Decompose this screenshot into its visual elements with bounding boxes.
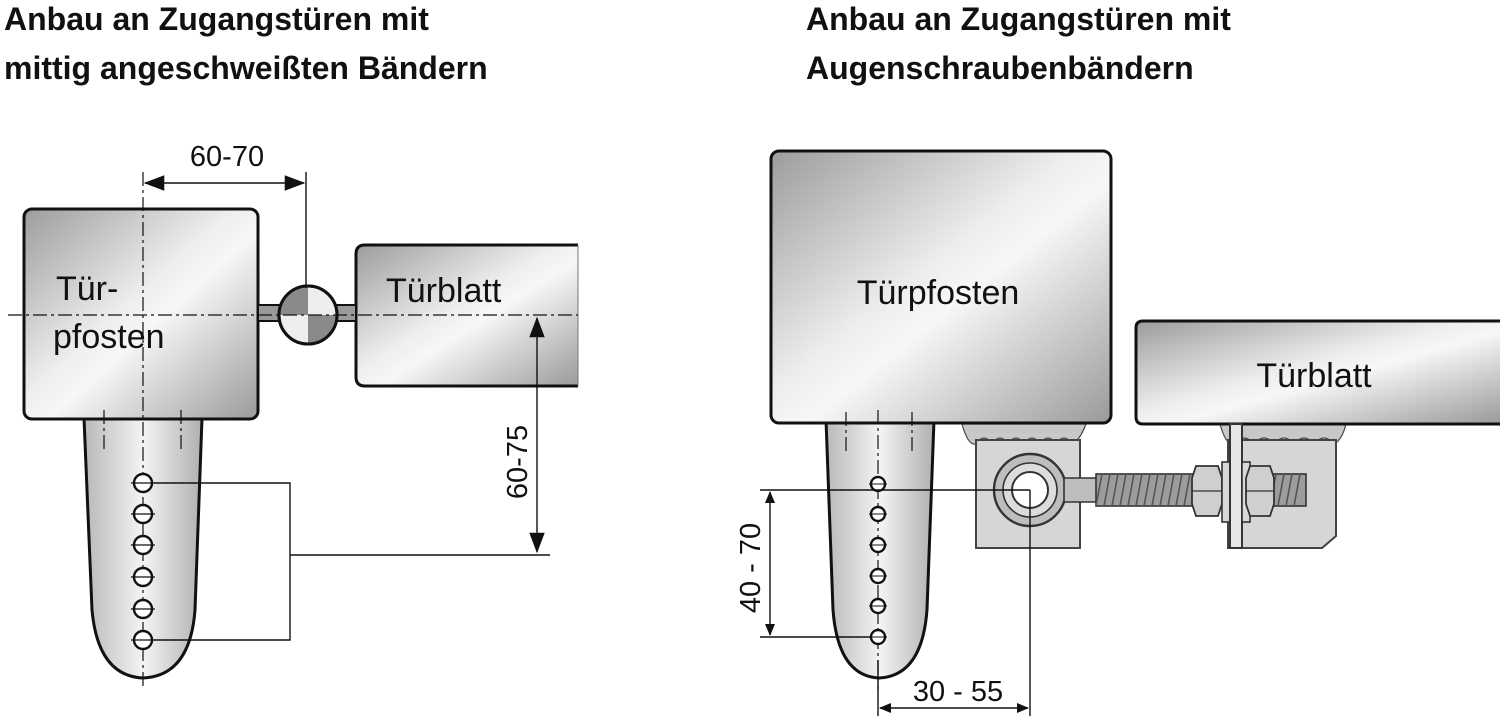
right-hole-5 xyxy=(869,597,887,615)
left-dim-vertical-label: 60-75 xyxy=(502,425,534,499)
right-door-leaf xyxy=(1134,319,1500,426)
left-hinge-knuckle-shade-a xyxy=(279,286,308,315)
left-leaf-label: Türblatt xyxy=(386,272,502,310)
left-hole-4 xyxy=(131,566,155,588)
left-dim-horizontal-label: 60-70 xyxy=(190,141,264,173)
left-hole-6 xyxy=(131,629,155,651)
right-hole-row xyxy=(869,475,887,646)
right-dim-horizontal-label: 30 - 55 xyxy=(913,676,1003,708)
left-post-label-line2: pfosten xyxy=(53,318,165,356)
right-post-label: Türpfosten xyxy=(857,274,1020,312)
right-door-post xyxy=(769,149,1113,425)
left-diagram: 60-70 60-75 Tür- pfosten Türblatt xyxy=(8,141,579,690)
left-hinge-knuckle-shade-b xyxy=(308,315,337,344)
right-hole-6 xyxy=(869,628,887,646)
left-hole-row xyxy=(131,472,155,651)
right-hole-2 xyxy=(869,505,887,523)
right-title-line2: Augenschraubenbändern xyxy=(806,50,1194,86)
left-hole-2 xyxy=(131,503,155,525)
left-hole-range-bracket xyxy=(154,482,291,641)
right-diagram: 40 - 70 30 - 55 Türpfosten Türblatt xyxy=(735,149,1500,716)
right-hole-3 xyxy=(869,536,887,554)
right-hole-4 xyxy=(869,567,887,585)
right-leaf-plate xyxy=(1229,423,1243,549)
right-leaf-label: Türblatt xyxy=(1256,357,1372,395)
left-door-post xyxy=(22,207,260,421)
right-thread-pattern xyxy=(1095,473,1301,507)
left-title-line2: mittig angeschweißten Bändern xyxy=(4,50,488,86)
right-eye-bolt-neck xyxy=(1063,477,1101,503)
left-hole-5 xyxy=(131,598,155,620)
right-title-line1: Anbau an Zugangstüren mit xyxy=(806,1,1231,37)
left-hole-1 xyxy=(131,472,155,494)
left-hole-3 xyxy=(131,534,155,556)
right-hole-1 xyxy=(869,475,887,493)
left-post-label-line1: Tür- xyxy=(56,270,118,308)
right-washer-inner xyxy=(1221,461,1231,523)
left-title-line1: Anbau an Zugangstüren mit xyxy=(4,1,429,37)
right-dim-vertical-label: 40 - 70 xyxy=(735,523,767,613)
